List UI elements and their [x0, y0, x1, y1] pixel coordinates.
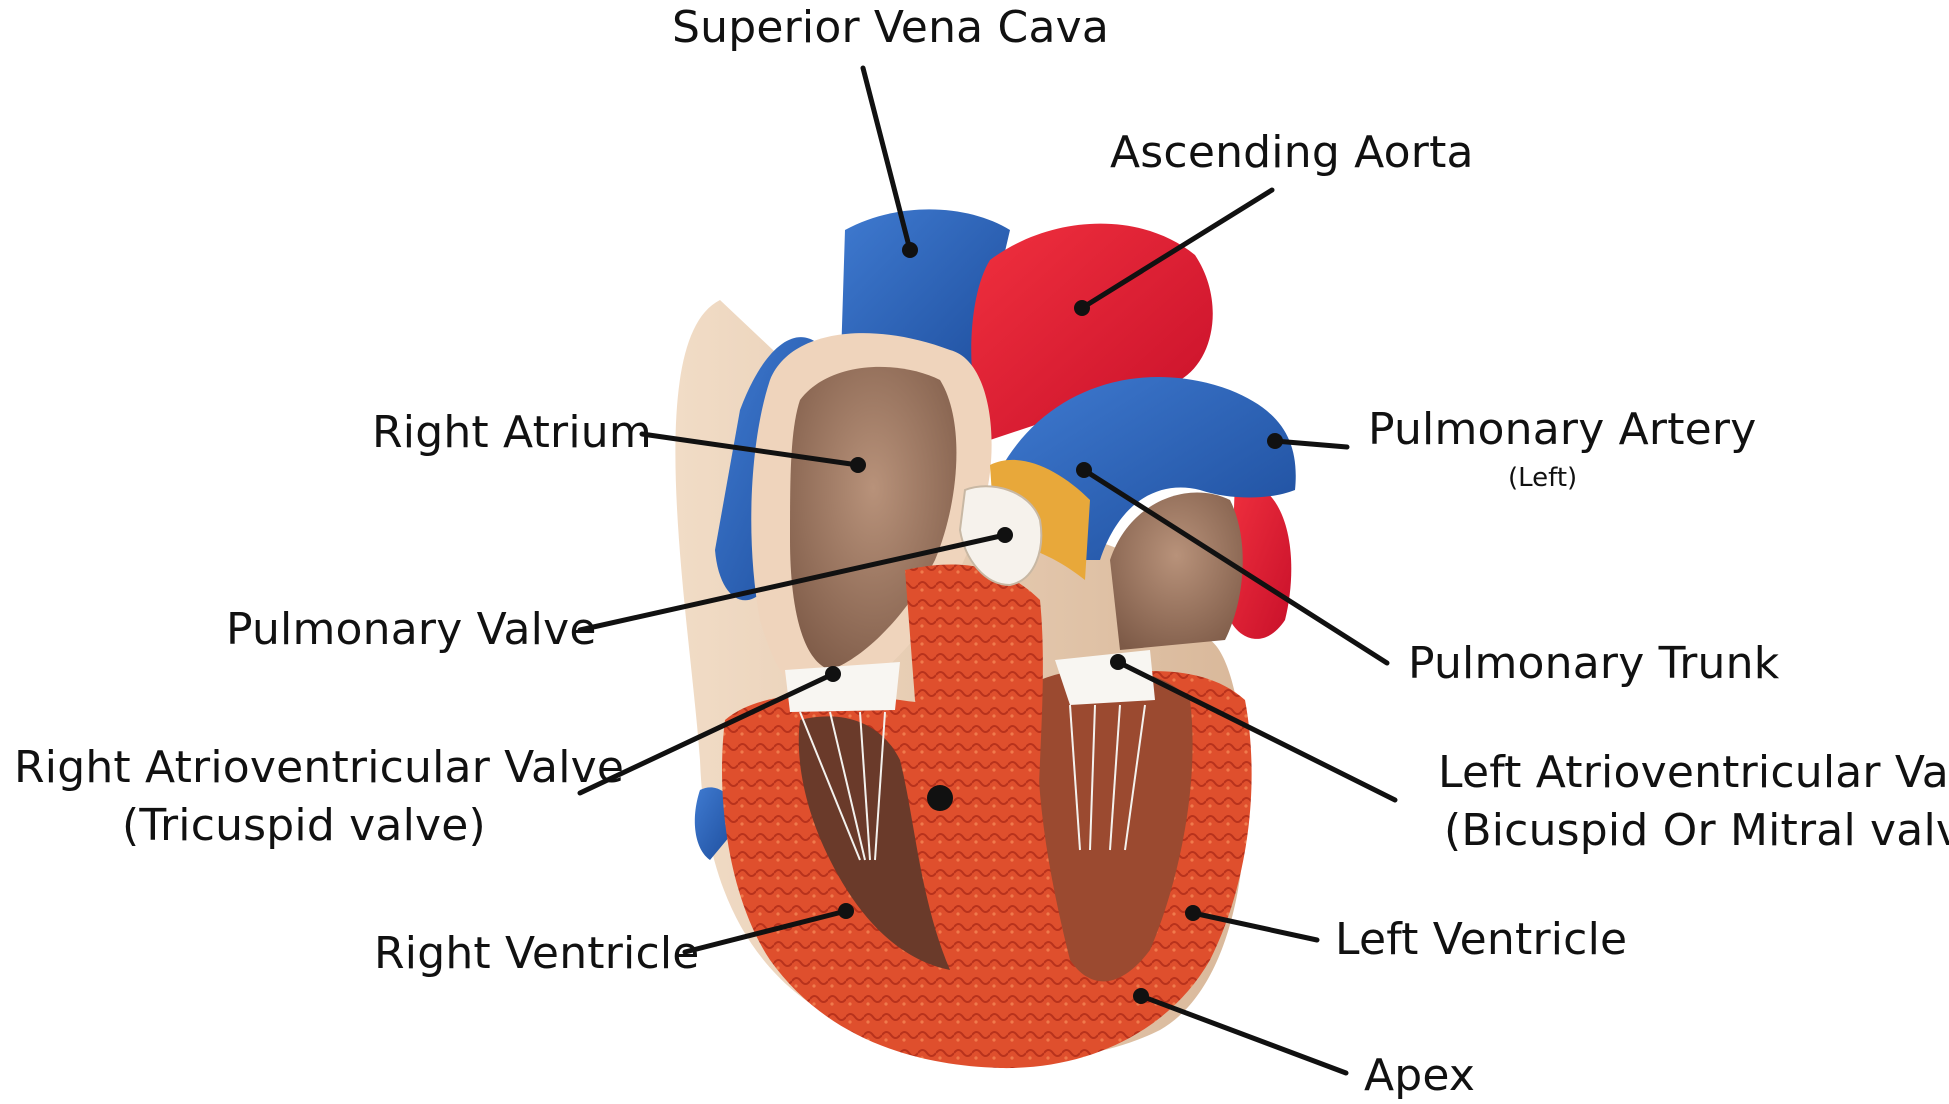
label-right-av-valve-line2: (Tricuspid valve): [122, 798, 486, 854]
label-pulmonary-artery-note: (Left): [1508, 463, 1577, 493]
label-ascending-aorta: Ascending Aorta: [1110, 125, 1474, 181]
label-pulmonary-artery: Pulmonary Artery: [1368, 402, 1756, 458]
label-left-av-valve-line1: Left Atrioventricular Valve: [1438, 745, 1949, 801]
label-apex: Apex: [1364, 1048, 1475, 1104]
leader-apex: [1141, 996, 1346, 1073]
label-pulmonary-trunk: Pulmonary Trunk: [1408, 636, 1779, 692]
label-right-atrium: Right Atrium: [372, 405, 652, 461]
label-right-av-valve-line1: Right Atrioventricular Valve: [14, 740, 624, 796]
label-superior-vena-cava: Superior Vena Cava: [672, 0, 1109, 56]
label-left-av-valve-line2: (Bicuspid Or Mitral valve): [1444, 803, 1949, 859]
label-pulmonary-valve: Pulmonary Valve: [226, 602, 597, 658]
label-left-ventricle: Left Ventricle: [1335, 912, 1627, 968]
label-right-ventricle: Right Ventricle: [374, 926, 700, 982]
left-atrium-cavity: [1110, 493, 1243, 651]
